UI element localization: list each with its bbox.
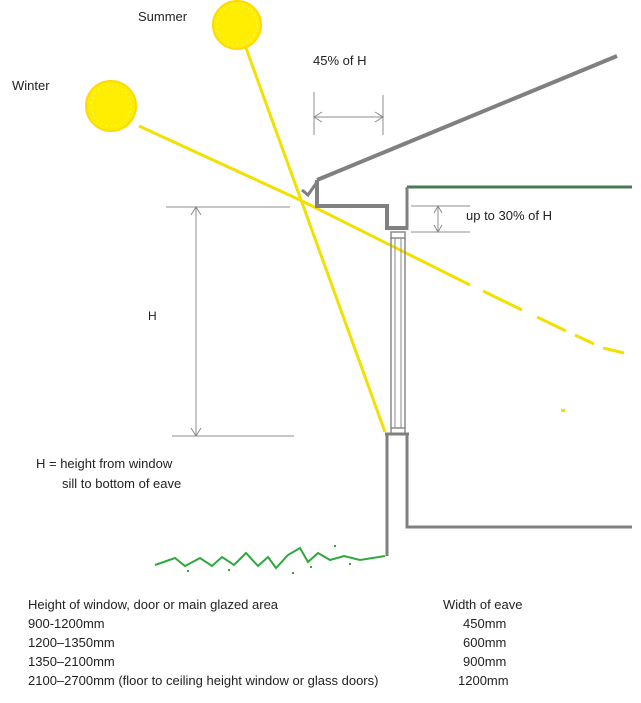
eave-width-dimension [313, 92, 384, 135]
wall-lower [385, 434, 632, 556]
winter-label: Winter [12, 78, 50, 93]
window [390, 231, 406, 435]
h-definition-line1: H = height from window [36, 456, 173, 471]
eave-drop-label: up to 30% of H [466, 208, 552, 223]
summer-sun-icon [212, 0, 262, 50]
table-row-width: 1200mm [458, 673, 509, 688]
grass [154, 546, 386, 570]
h-definition-line2: sill to bottom of eave [62, 476, 182, 491]
table-row-height: 1350–2100mm [28, 654, 115, 669]
eave-width-label: 45% of H [313, 53, 367, 68]
table-header-width: Width of eave [443, 597, 523, 612]
eave-drop-dimension [411, 204, 470, 234]
winter-sun-ray [138, 124, 625, 355]
table-row-width: 600mm [463, 635, 507, 650]
h-label: H [148, 309, 157, 323]
summer-sun-ray [244, 47, 387, 433]
winter-ray-end-mark [561, 409, 565, 412]
summer-label: Summer [138, 9, 188, 24]
table-row-height: 900-1200mm [28, 616, 105, 631]
table-header-height: Height of window, door or main glazed ar… [28, 597, 279, 612]
roof-line [316, 54, 618, 182]
winter-sun-icon [85, 80, 137, 132]
h-dimension [166, 206, 294, 437]
table-row-height: 2100–2700mm (floor to ceiling height win… [28, 673, 379, 688]
table-row-width: 900mm [463, 654, 507, 669]
gutter [301, 181, 319, 198]
grass-tufts [187, 545, 351, 574]
table-row-height: 1200–1350mm [28, 635, 115, 650]
eave-soffit [315, 180, 407, 230]
table-row-width: 450mm [463, 616, 507, 631]
